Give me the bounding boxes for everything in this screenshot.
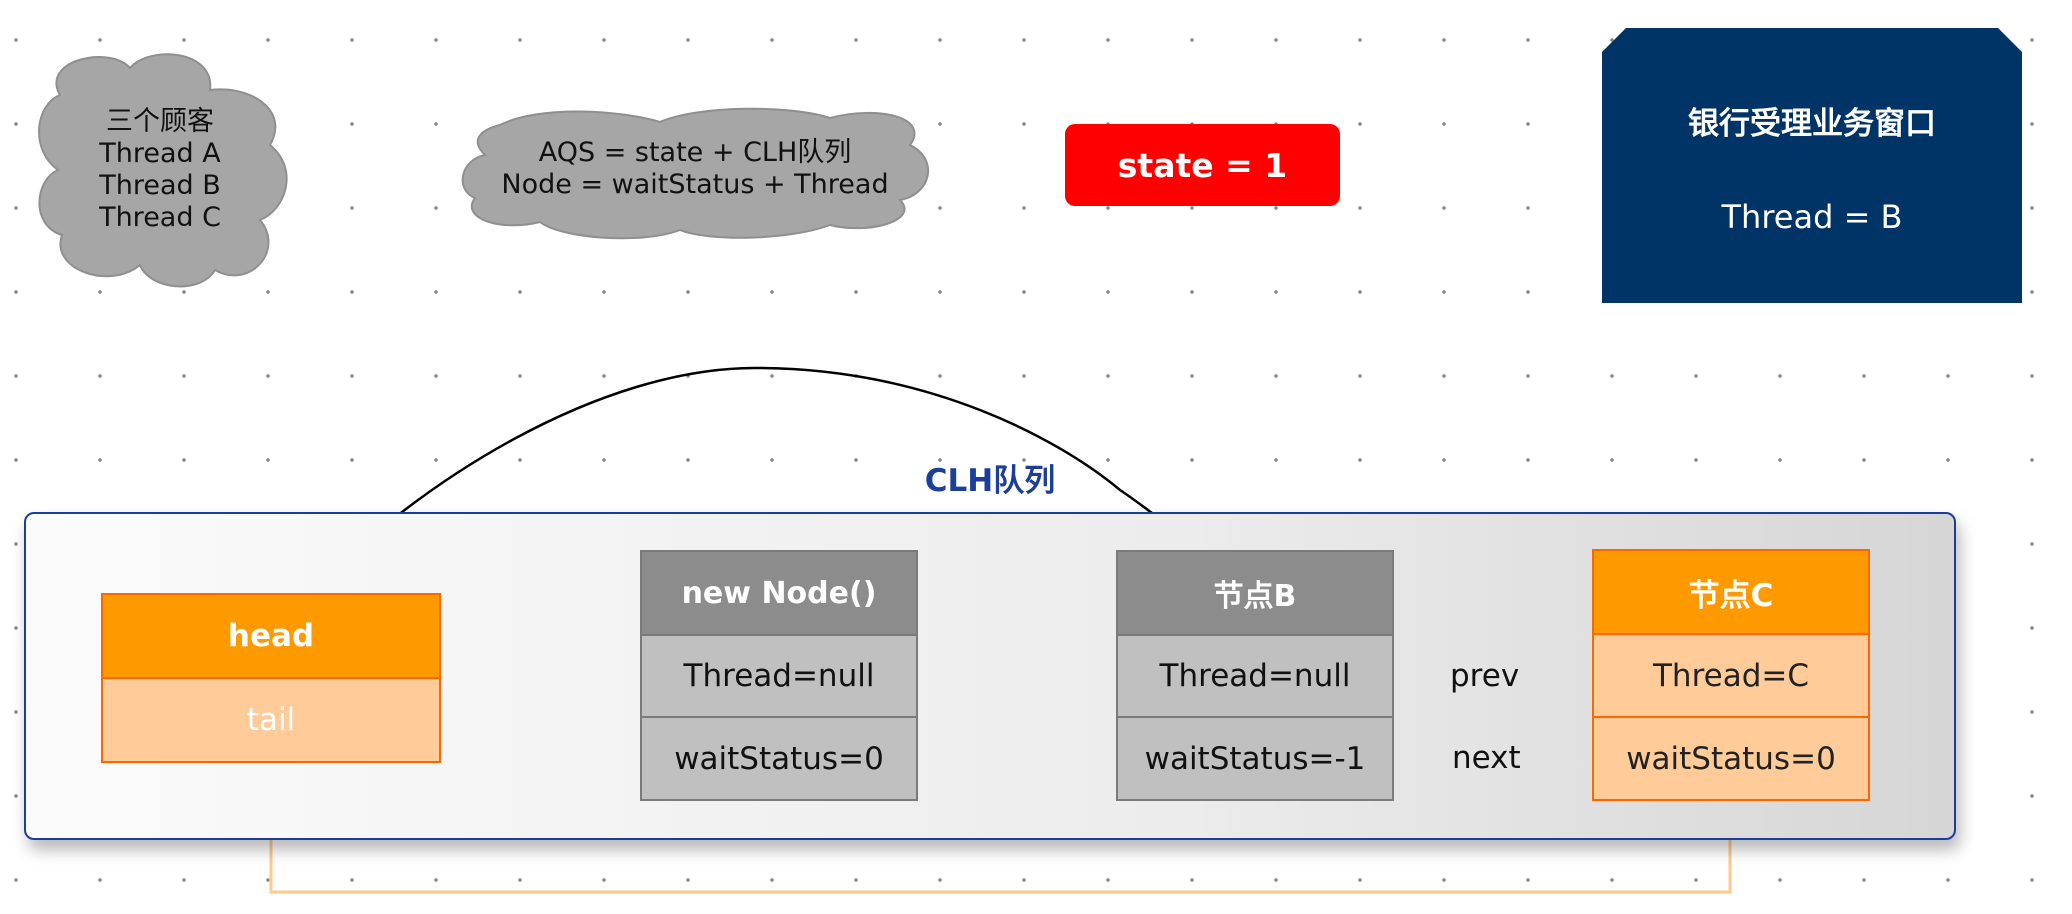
tail-label: tail: [246, 702, 296, 738]
new-node-thread: Thread=null: [640, 634, 918, 718]
customers-cloud-line: Thread B: [99, 170, 221, 201]
node-c-thread-label: Thread=C: [1652, 657, 1809, 694]
new-node-wait-status: waitStatus=0: [640, 716, 918, 801]
customers-cloud-shape: [38, 53, 288, 288]
node-c-wait-status: waitStatus=0: [1592, 716, 1870, 801]
new-node-title: new Node(): [640, 550, 918, 636]
clh-queue-label: CLH队列: [924, 463, 1056, 499]
bank-window-title: 银行受理业务窗口: [1688, 106, 1936, 142]
customers-cloud: 三个顾客 Thread A Thread B Thread C: [60, 100, 260, 240]
head-node-head: head: [101, 593, 441, 679]
node-b-wait-status: waitStatus=-1: [1116, 716, 1394, 801]
customers-cloud-line: Thread A: [99, 138, 221, 169]
customers-cloud-line: 三个顾客: [106, 106, 214, 137]
customers-cloud-line: Thread C: [99, 202, 221, 233]
prev-label: prev: [1450, 658, 1520, 694]
node-c-title: 节点C: [1592, 549, 1870, 635]
aqs-cloud-line: Node = waitStatus + Thread: [501, 169, 889, 200]
new-node-wait-status-label: waitStatus=0: [674, 740, 884, 777]
node-b-thread: Thread=null: [1116, 634, 1394, 718]
aqs-cloud-line: AQS = state + CLH队列: [538, 137, 852, 168]
state-box: state = 1: [1065, 124, 1340, 206]
node-c-thread: Thread=C: [1592, 633, 1870, 718]
aqs-cloud-shape: [461, 107, 929, 240]
node-b-wait-status-label: waitStatus=-1: [1144, 740, 1366, 777]
bank-window-thread: Thread = B: [1721, 198, 1903, 236]
state-label: state = 1: [1117, 145, 1288, 185]
head-node-tail: tail: [101, 677, 441, 763]
node-c-title-label: 节点C: [1688, 577, 1774, 614]
next-label: next: [1452, 740, 1521, 776]
node-b-title-label: 节点B: [1213, 579, 1297, 614]
head-label: head: [227, 618, 315, 654]
bank-window: 银行受理业务窗口 Thread = B: [1602, 28, 2022, 303]
head-to-node-b-arrow: [311, 366, 1204, 593]
new-node-thread-label: Thread=null: [683, 658, 875, 694]
new-node-title-label: new Node(): [681, 575, 877, 611]
node-b-thread-label: Thread=null: [1159, 658, 1351, 694]
node-b-title: 节点B: [1116, 550, 1394, 636]
aqs-cloud: AQS = state + CLH队列 Node = waitStatus + …: [470, 134, 920, 204]
node-c-wait-status-label: waitStatus=0: [1626, 740, 1836, 777]
